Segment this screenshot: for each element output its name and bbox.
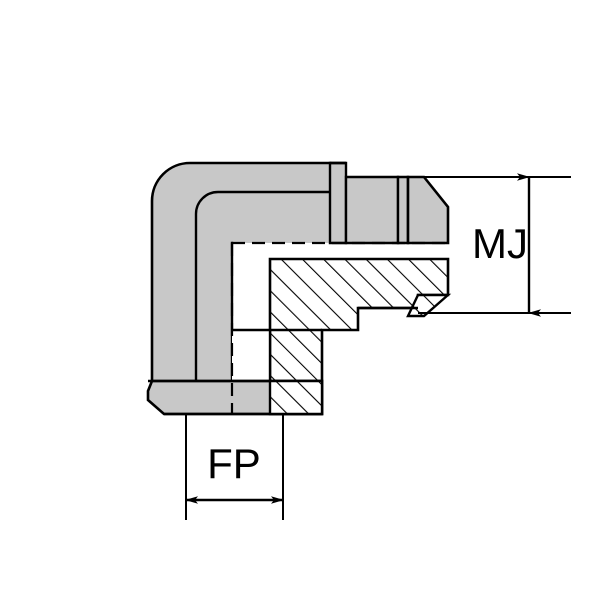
dimension-fp: FP bbox=[185, 414, 284, 520]
elbow-bore-void bbox=[196, 192, 330, 384]
mj-thread-barrel-upper bbox=[344, 175, 400, 245]
elbow-outer-outline bbox=[150, 161, 332, 386]
section-wall-main-hatch bbox=[270, 259, 448, 414]
fp-dimension-label: FP bbox=[207, 440, 261, 487]
mj-shoulder-upper bbox=[328, 161, 348, 245]
hidden-lines bbox=[230, 241, 448, 414]
mj-dimension-label: MJ bbox=[472, 220, 528, 267]
elbow-inner-wall-line bbox=[194, 190, 332, 386]
fitting-upper-half-solid bbox=[150, 161, 450, 386]
dimension-mj: MJ bbox=[418, 173, 571, 317]
fp-hex-flange bbox=[146, 379, 324, 416]
mj-groove-ring-upper bbox=[396, 175, 410, 245]
hex-flange-section-hatch bbox=[268, 379, 324, 416]
